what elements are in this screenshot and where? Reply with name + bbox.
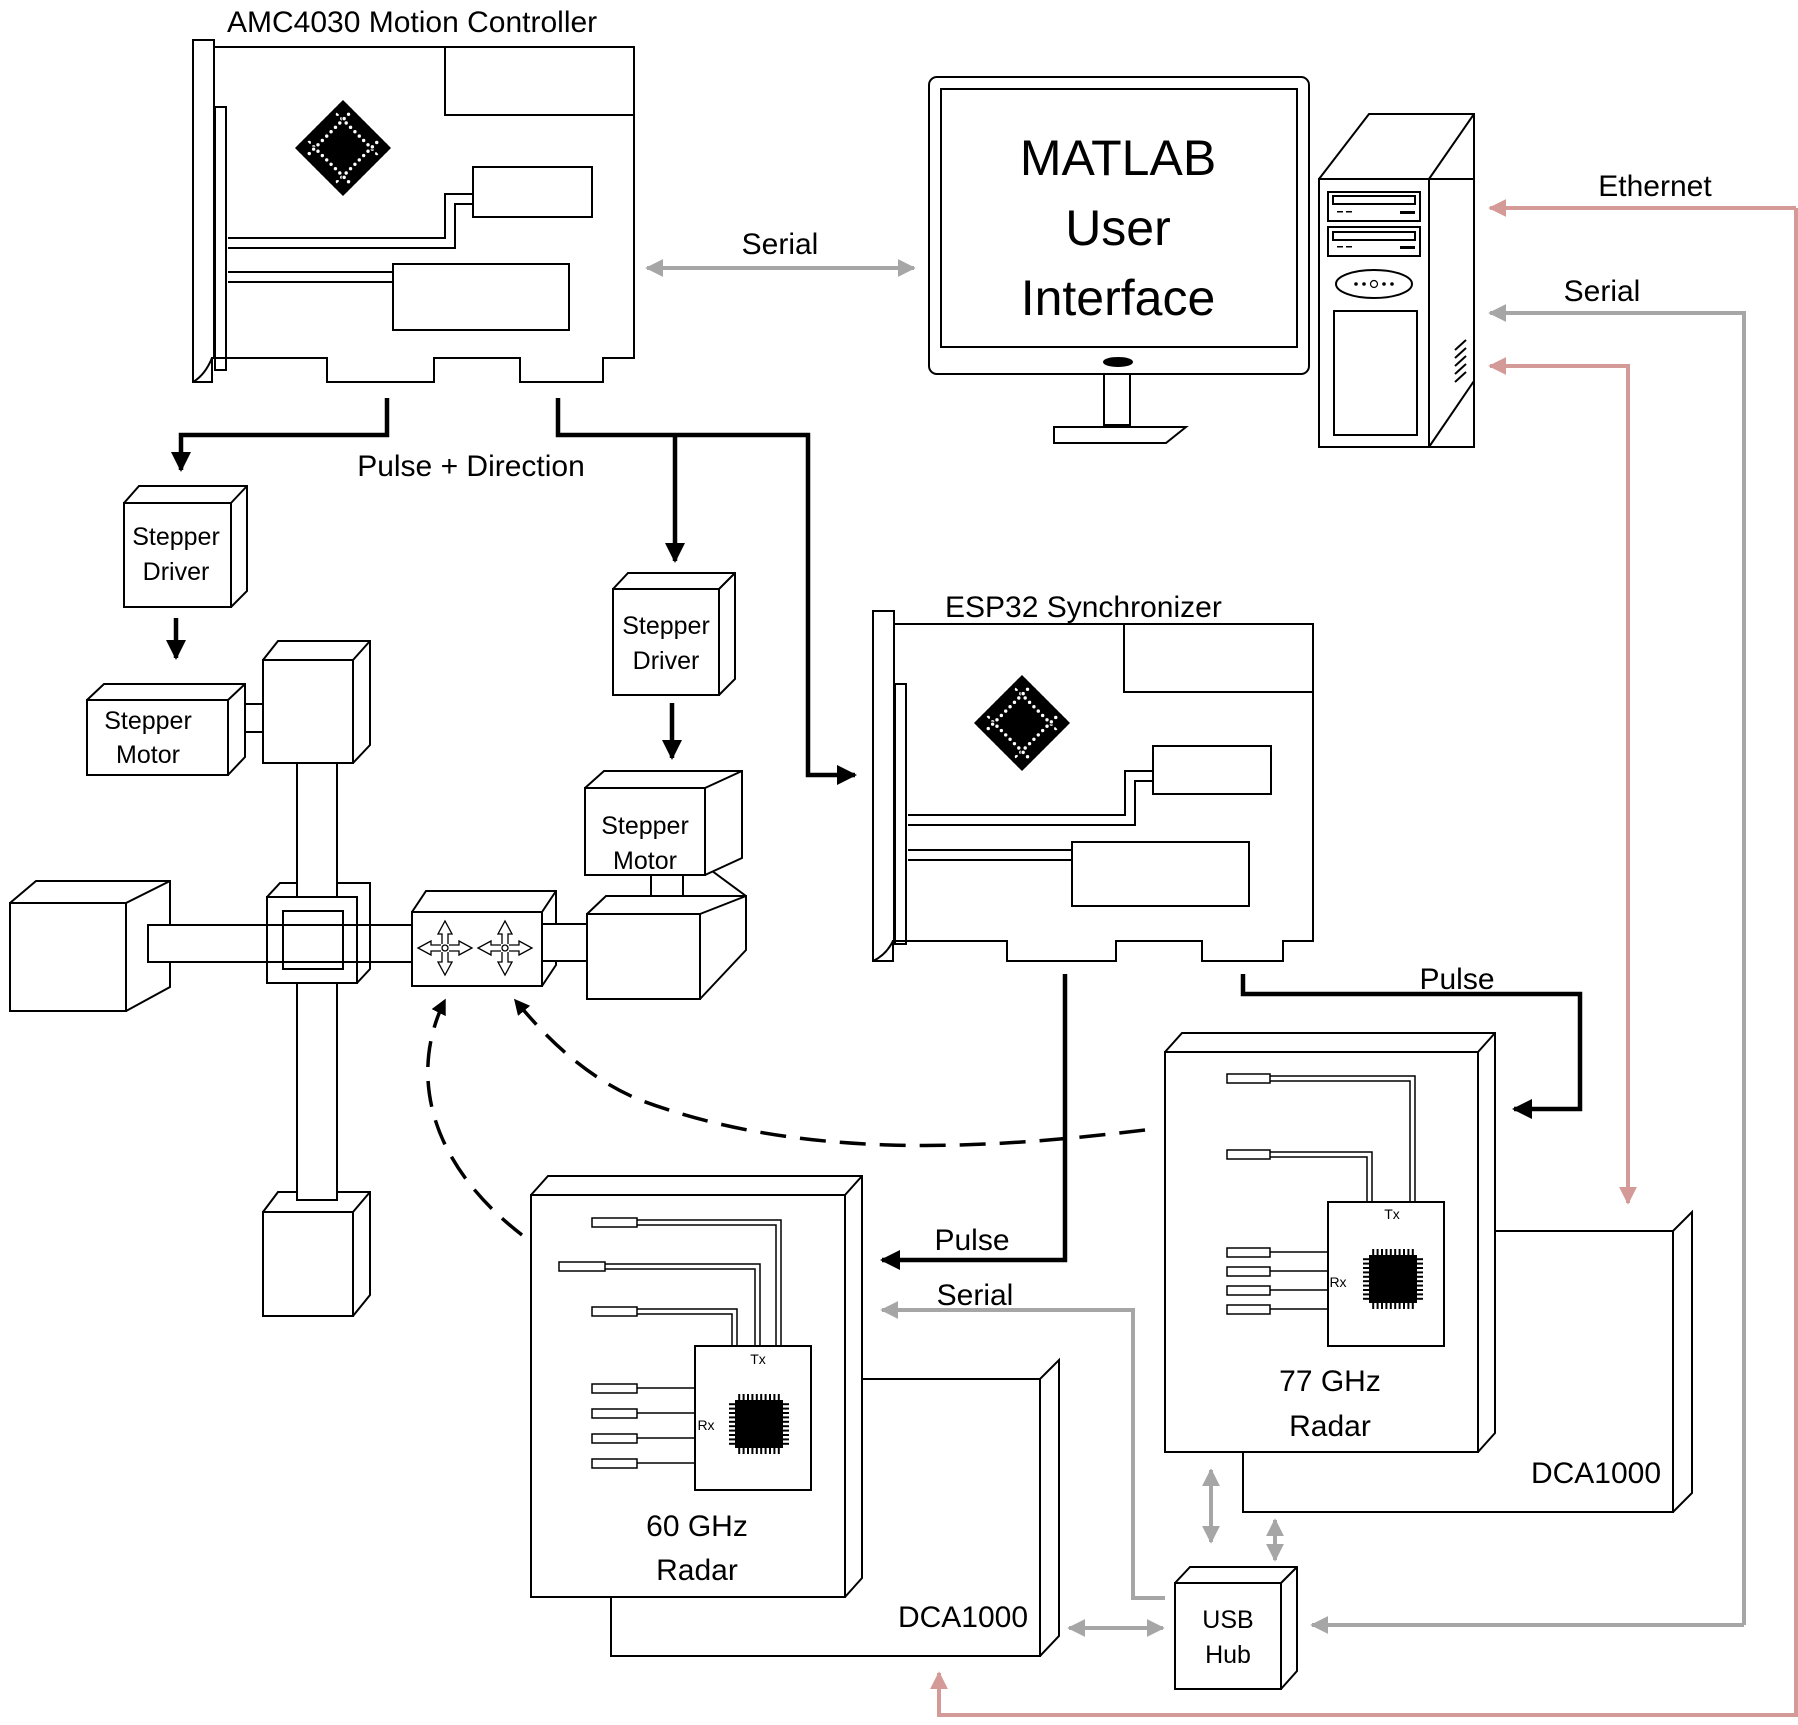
chip-icon <box>974 675 1070 771</box>
synchronizer-card <box>872 610 1314 962</box>
link-label-pulse-direction: Pulse + Direction <box>357 450 585 483</box>
chip-icon <box>729 1394 789 1454</box>
ethernet-arrows <box>930 199 1798 1717</box>
radar-view-arrows <box>426 998 1146 1237</box>
synchronizer-title: ESP32 Synchronizer <box>945 591 1222 624</box>
stepper-motor-right-line2: Motor <box>613 847 677 875</box>
link-label-serial-pc: Serial <box>1564 275 1641 308</box>
stepper-driver-right-line2: Driver <box>633 647 700 675</box>
stepper-driver-left-line1: Stepper <box>132 523 220 551</box>
radar-77-line2: Radar <box>1289 1410 1371 1443</box>
radar-77-tx-label: Tx <box>1384 1206 1400 1222</box>
chip-icon <box>1363 1249 1423 1309</box>
monitor-line-3: Interface <box>1021 270 1216 326</box>
link-label-pulse-77: Pulse <box>1419 963 1494 996</box>
stepper-motor-left-line2: Motor <box>116 741 180 769</box>
monitor-screen-text: MATLAB User Interface <box>1020 130 1216 326</box>
radar-60-line1: 60 GHz <box>646 1510 748 1543</box>
radar-77-antennas <box>1226 1073 1416 1315</box>
usb-hub-line2: Hub <box>1205 1641 1251 1669</box>
gantry-icon <box>9 640 747 1317</box>
link-label-serial-controller: Serial <box>742 228 819 261</box>
radar-60-line2: Radar <box>656 1554 738 1587</box>
monitor-line-2: User <box>1065 200 1171 256</box>
stepper-motor-left-line1: Stepper <box>104 707 192 735</box>
usb-hub-icon <box>1174 1566 1298 1690</box>
radar-60-tx-label: Tx <box>750 1351 766 1367</box>
monitor-line-1: MATLAB <box>1020 130 1216 186</box>
radar-77-line1: 77 GHz <box>1279 1365 1381 1398</box>
stepper-driver-left <box>123 485 248 608</box>
tower-details <box>1337 211 1415 289</box>
stepper-driver-right <box>612 572 736 696</box>
dca1000-60-label: DCA1000 <box>898 1601 1028 1634</box>
link-label-pulse-60: Pulse <box>934 1224 1009 1257</box>
stepper-driver-left-line2: Driver <box>143 558 210 586</box>
radar-60-rx-label: Rx <box>697 1417 714 1433</box>
serial-arrows <box>645 259 1746 1637</box>
move-arrows-icon <box>416 919 534 977</box>
computer-tower-icon <box>1318 113 1475 448</box>
dca1000-77-label: DCA1000 <box>1531 1457 1661 1490</box>
radar-77-rx-label: Rx <box>1329 1274 1346 1290</box>
radar-60-antennas <box>558 1217 782 1469</box>
monitor-icon <box>928 76 1310 444</box>
chip-icon <box>295 100 391 196</box>
link-label-serial-60: Serial <box>937 1279 1014 1312</box>
stepper-driver-right-line1: Stepper <box>622 612 710 640</box>
controller-title: AMC4030 Motion Controller <box>227 6 597 39</box>
motion-controller-card <box>192 39 635 383</box>
usb-hub-line1: USB <box>1202 1606 1253 1634</box>
link-label-ethernet: Ethernet <box>1598 170 1712 203</box>
stepper-motor-right-line1: Stepper <box>601 812 689 840</box>
